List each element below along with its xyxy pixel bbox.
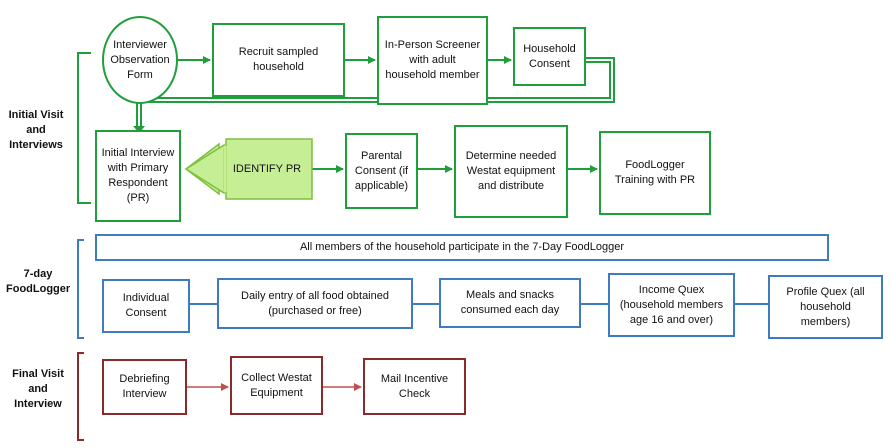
wrap-connector-inner (136, 61, 611, 128)
node-observation-form: Interviewer Observation Form (102, 16, 178, 104)
node-all-members: All members of the household participate… (95, 234, 829, 261)
node-foodlogger-training: FoodLogger Training with PR (599, 131, 711, 215)
node-meals-snacks: Meals and snacks consumed each day (439, 278, 581, 328)
node-identify-pr: IDENTIFY PR (232, 163, 302, 175)
wrap-connector-head (133, 126, 145, 133)
node-initial-interview: Initial Interview with Primary Responden… (95, 130, 181, 222)
section-label-final: Final Visit and Interview (12, 368, 64, 410)
node-debriefing: Debriefing Interview (102, 359, 187, 415)
node-daily-entry: Daily entry of all food obtained (purcha… (217, 278, 413, 329)
bracket-final (77, 352, 84, 441)
node-household-consent: Household Consent (513, 27, 586, 86)
node-recruit: Recruit sampled household (212, 23, 345, 97)
node-individual-consent: Individual Consent (102, 279, 190, 333)
node-profile-quex: Profile Quex (all household members) (768, 275, 883, 339)
node-determine-equipment: Determine needed Westat equipment and di… (454, 125, 568, 218)
node-mail-incentive: Mail Incentive Check (363, 358, 466, 415)
section-label-foodlogger: 7-day FoodLogger (6, 268, 71, 295)
node-screener: In-Person Screener with adult household … (377, 16, 488, 105)
section-label-initial: Initial Visit and Interviews (8, 109, 64, 151)
wrap-connector-outer (140, 57, 615, 128)
node-income-quex: Income Quex (household members age 16 an… (608, 273, 735, 337)
bracket-foodlogger (77, 239, 84, 339)
bracket-initial (77, 52, 91, 204)
node-parental-consent: Parental Consent (if applicable) (345, 133, 418, 209)
node-collect-equipment: Collect Westat Equipment (230, 356, 323, 415)
